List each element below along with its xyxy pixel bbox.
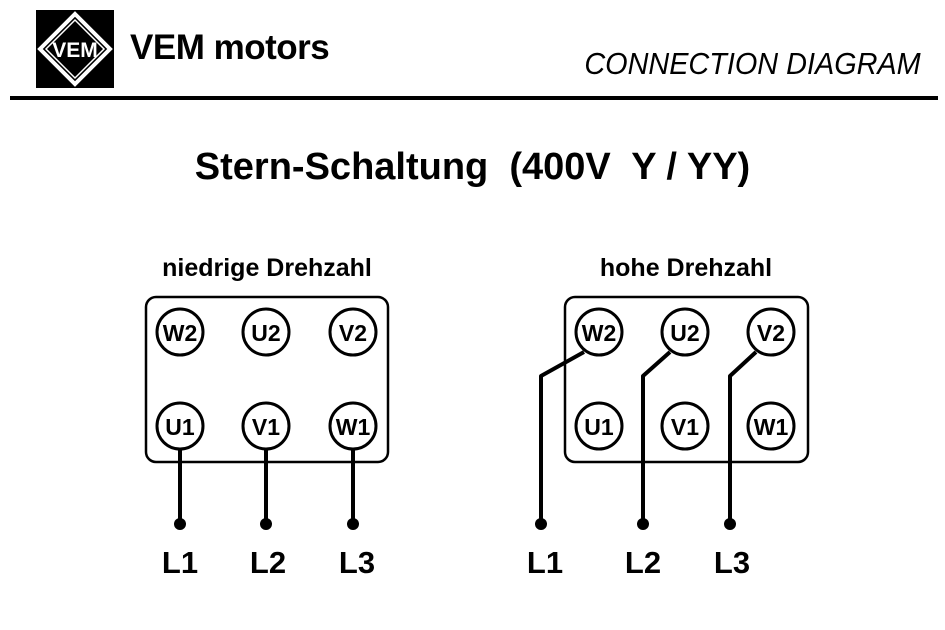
diagram-high-speed: hohe Drehzahl U1 V1 W1 W2 U2 V2 [527, 254, 810, 580]
svg-text:U2: U2 [670, 320, 699, 346]
svg-text:V2: V2 [339, 320, 367, 346]
terminal-v1: V1 [660, 401, 710, 451]
svg-text:W2: W2 [582, 320, 617, 346]
terminal-u2: U2 [241, 307, 291, 357]
svg-text:V2: V2 [757, 320, 785, 346]
brand-name: VEM motors [130, 28, 330, 67]
document-type: CONNECTION DIAGRAM [584, 46, 921, 81]
svg-text:W1: W1 [754, 414, 789, 440]
terminal-w2: W2 [574, 307, 624, 357]
terminal-u1: U1 [155, 401, 205, 451]
svg-text:V1: V1 [252, 414, 280, 440]
line-label-l3: L3 [714, 545, 750, 580]
line-label-l1: L1 [162, 545, 198, 580]
diagram-label: niedrige Drehzahl [162, 254, 372, 282]
page-title: Stern-Schaltung (400V Y / YY) [194, 146, 751, 188]
terminal-v2: V2 [746, 307, 796, 357]
terminal-v1: V1 [241, 401, 291, 451]
line-label-l1: L1 [527, 545, 563, 580]
line-label-l3: L3 [339, 545, 375, 580]
svg-text:U1: U1 [584, 414, 614, 440]
line-label-l2: L2 [625, 545, 661, 580]
supply-wires [174, 449, 359, 530]
header-divider [10, 96, 938, 100]
terminal-box [563, 295, 810, 464]
terminal-u2: U2 [660, 307, 710, 357]
svg-text:U2: U2 [251, 320, 280, 346]
diagram-low-speed: niedrige Drehzahl W2 U2 V2 U1 V1 W1 [144, 254, 390, 580]
vem-logo-diamond-icon: VEM [37, 11, 113, 87]
svg-text:U1: U1 [165, 414, 195, 440]
vem-logo: VEM [36, 10, 114, 88]
terminal-u1: U1 [574, 401, 624, 451]
supply-wires [535, 350, 758, 530]
terminal-v2: V2 [328, 307, 378, 357]
svg-text:V1: V1 [671, 414, 699, 440]
terminal-w2: W2 [155, 307, 205, 357]
line-label-l2: L2 [250, 545, 286, 580]
svg-text:W2: W2 [163, 320, 198, 346]
logo-text: VEM [52, 39, 98, 62]
terminal-w1: W1 [328, 401, 378, 451]
terminal-w1: W1 [746, 401, 796, 451]
diagram-label: hohe Drehzahl [600, 254, 772, 282]
svg-text:W1: W1 [336, 414, 371, 440]
